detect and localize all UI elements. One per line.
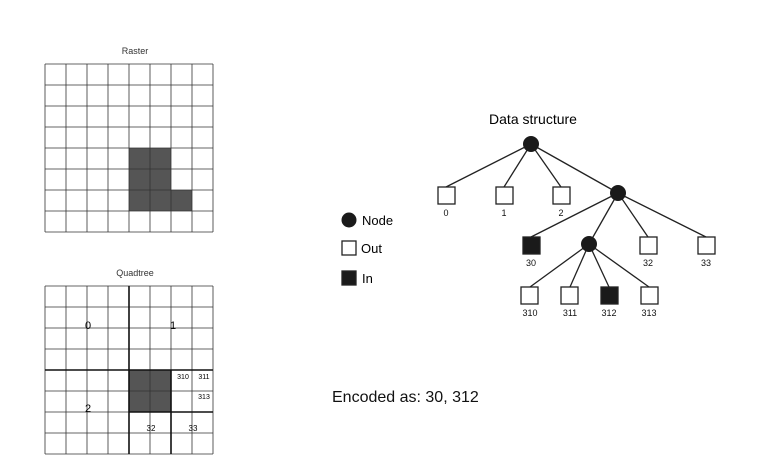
quadtree-label-310: 310: [177, 374, 189, 381]
quadtree-label-32: 32: [147, 424, 156, 433]
filled-cell: [150, 190, 171, 211]
tree-label-2: 2: [558, 208, 563, 218]
filled-cell: [150, 148, 171, 169]
tree-leaf-0: [437, 186, 456, 205]
tree-node-3: [610, 185, 626, 201]
tree-node-root: [523, 136, 539, 152]
quadtree-label-33: 33: [189, 424, 198, 433]
tree-label-312: 312: [601, 308, 616, 318]
tree-leaf-30: [522, 236, 541, 255]
tree-node-31: [581, 236, 597, 252]
filled-cell-312: [150, 391, 171, 412]
filled-cell: [150, 370, 171, 391]
tree-label-1: 1: [501, 208, 506, 218]
legend-in-icon: [341, 270, 357, 286]
tree-leaf-33: [697, 236, 716, 255]
legend-node-label: Node: [362, 213, 393, 228]
filled-cell: [150, 169, 171, 190]
legend-in-label: In: [362, 271, 373, 286]
quadtree-label-1: 1: [170, 320, 176, 332]
quadtree-label-311: 311: [198, 374, 209, 381]
legend: Node Out In: [341, 212, 393, 286]
tree-label-0: 0: [443, 208, 448, 218]
quadtree-title: Quadtree: [116, 268, 154, 278]
filled-cell: [129, 370, 150, 391]
tree-leaf-313: [640, 286, 659, 305]
tree-label-32: 32: [643, 258, 653, 268]
encoded-caption: Encoded as: 30, 312: [332, 389, 479, 406]
quadtree-label-2: 2: [85, 403, 91, 415]
tree-leaf-1: [495, 186, 514, 205]
raster-panel: Raster: [35, 40, 235, 245]
data-structure-title: Data structure: [489, 111, 577, 127]
raster-title: Raster: [121, 46, 149, 56]
tree-label-30: 30: [526, 258, 536, 268]
filled-cell: [171, 190, 192, 211]
tree-leaf-311: [560, 286, 579, 305]
quadtree-label-313: 313: [198, 394, 210, 401]
legend-out-icon: [341, 240, 357, 256]
quadtree-panel: Quadtree 0 1 2 310 311 312 313 32 33: [35, 262, 235, 457]
filled-cell: [129, 190, 150, 211]
legend-out-label: Out: [361, 241, 382, 256]
filled-cell: [129, 148, 150, 169]
tree-label-313: 313: [641, 308, 656, 318]
filled-cell: [129, 391, 150, 412]
tree-leaf-310: [520, 286, 539, 305]
tree-edges: [445, 143, 707, 288]
tree-leaf-312: [600, 286, 619, 305]
legend-node-icon: [341, 212, 357, 228]
filled-cell: [129, 169, 150, 190]
tree-leaf-2: [552, 186, 571, 205]
tree-label-33: 33: [701, 258, 711, 268]
tree-leaf-32: [639, 236, 658, 255]
raster-grid: [44, 63, 214, 233]
quadtree-label-312: 312: [177, 394, 189, 401]
grid-cells: [44, 63, 214, 233]
quadtree-label-0: 0: [85, 320, 91, 332]
quadtree-grid: 0 1 2 310 311 312 313 32 33: [44, 285, 214, 455]
quadtree-divisions: [45, 286, 213, 454]
tree-label-310: 310: [522, 308, 537, 318]
tree-label-311: 311: [563, 308, 577, 318]
